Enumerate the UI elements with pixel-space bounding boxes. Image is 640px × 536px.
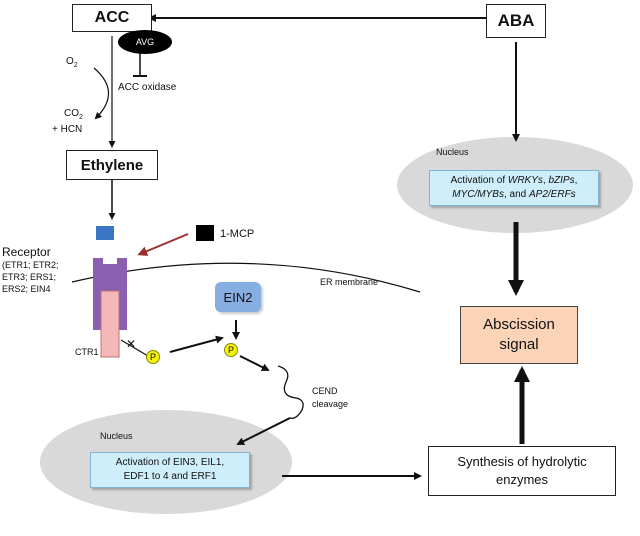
activation-bottom-line-2: EDF1 to 4 and ERF1	[123, 471, 217, 482]
activation-top-sep2: ,	[574, 175, 578, 186]
co2-label: CO2	[64, 108, 83, 124]
cend-to-nucleus-arrow	[236, 417, 291, 445]
o2-text: O	[66, 56, 74, 67]
receptor-title: Receptor	[2, 245, 51, 259]
ein2-box: EIN2	[215, 282, 261, 312]
hcn-label: + HCN	[52, 124, 83, 135]
receptor-line-2: ETR3; ERS1;	[2, 272, 57, 282]
activation-top-bzips: bZIPs	[548, 175, 575, 186]
cend-label-2: cleavage	[312, 399, 349, 409]
nucleus-bottom-label: Nucleus	[100, 431, 133, 441]
co2-text: CO	[64, 108, 79, 119]
aba-box: ABA	[486, 4, 546, 38]
activation-top-wrkys: WRKYs	[507, 175, 543, 186]
activation-top-sep3: , and	[503, 189, 529, 200]
ctr1-to-p-line	[120, 339, 149, 357]
abscission-line-2: signal	[499, 336, 539, 353]
cend-label-1: CEND	[312, 386, 338, 396]
one-mcp-square	[196, 225, 214, 241]
ctr1-inhibition-cross: ✕	[126, 337, 137, 351]
synthesis-box: Synthesis of hydrolytic enzymes	[428, 446, 616, 496]
acc-box: ACC	[72, 4, 152, 32]
cend-squiggle	[277, 365, 304, 419]
ctr1-shape	[100, 290, 120, 358]
ctr1-label: CTR1	[75, 347, 99, 357]
o2-subscript: 2	[73, 62, 78, 69]
one-mcp-label: 1-MCP	[220, 228, 255, 240]
avg-oval: AVG	[118, 30, 172, 54]
abscission-signal-box: Abscission signal	[460, 306, 578, 364]
ethylene-molecule-square	[96, 226, 114, 240]
phospho-p-1: P	[146, 350, 160, 364]
activation-top-text: Activation of WRKYs, bZIPs, MYC/MYBs, and…	[447, 174, 582, 202]
avg-label: AVG	[135, 37, 155, 47]
activation-top-mycmybs: MYC/MYBs	[452, 189, 504, 200]
receptor-line-1: (ETR1; ETR2;	[2, 260, 59, 270]
activation-top-box: Activation of WRKYs, bZIPs, MYC/MYBs, and…	[429, 170, 599, 206]
er-membrane-label: ER membrane	[320, 277, 379, 287]
one-mcp-arrow	[137, 233, 189, 256]
activation-bottom-line-1: Activation of EIN3, EIL1,	[115, 457, 225, 468]
activation-top-ap2erfs: AP2/ERFs	[529, 189, 576, 200]
synthesis-line-2: enzymes	[495, 472, 549, 487]
acc-oxidase-label: ACC oxidase	[118, 82, 177, 93]
synthesis-line-1: Synthesis of hydrolytic	[457, 454, 587, 469]
o2-label: O2	[66, 56, 78, 72]
activation-bottom-box: Activation of EIN3, EIL1, EDF1 to 4 and …	[90, 452, 250, 488]
ethylene-box: Ethylene	[66, 150, 158, 180]
activation-top-prefix: Activation of	[450, 175, 508, 186]
abscission-line-1: Abscission	[483, 316, 555, 333]
p-to-cend-arrow	[239, 355, 270, 371]
phospho-p-2: P	[224, 343, 238, 357]
co2-subscript: 2	[79, 114, 83, 121]
o2-co2-curve-arrow	[93, 67, 110, 120]
nucleus-top-label: Nucleus	[436, 147, 469, 157]
p-to-p-arrow	[169, 335, 224, 353]
receptor-line-3: ERS2; EIN4	[2, 284, 51, 294]
activation-top-sep1: ,	[542, 175, 549, 186]
receptor-label: Receptor (ETR1; ETR2; ETR3; ERS1; ERS2; …	[2, 246, 59, 295]
